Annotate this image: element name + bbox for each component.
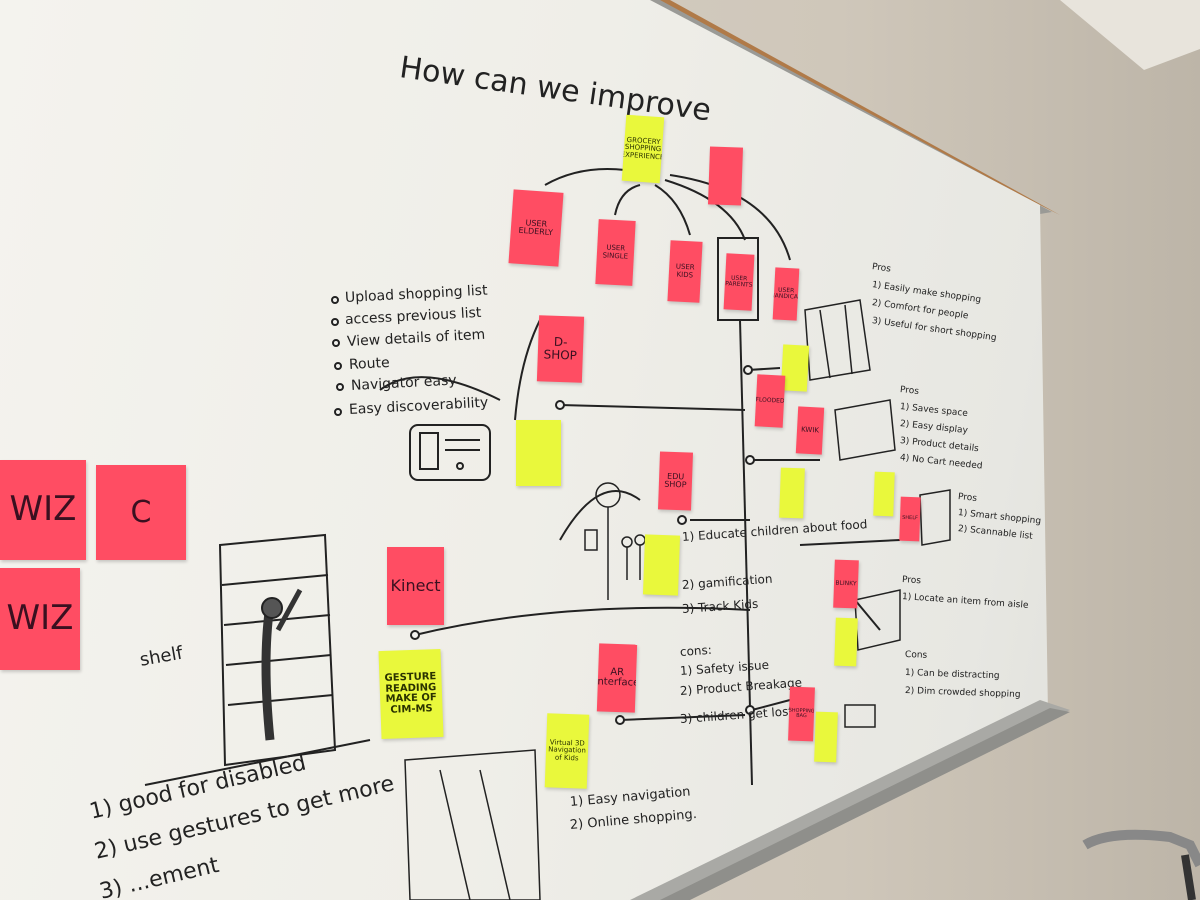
sticky-note-c: C <box>96 465 186 560</box>
sticky-note-yellow <box>814 711 838 763</box>
note-line: Cons <box>904 650 928 661</box>
sticky-note-shopping-bag: SHOPPING BAG <box>788 686 815 742</box>
sticky-note-user-parents: USER PARENTS <box>723 253 755 311</box>
sticky-note-wiz: WIZ <box>0 460 86 560</box>
sticky-note-blinky: BLINKY <box>833 559 859 609</box>
sticky-note-virtual-3d: Virtual 3D Navigation of Kids <box>544 713 590 789</box>
sticky-note-user-single: USER SINGLE <box>595 219 636 286</box>
chair-armrest <box>1082 829 1200 900</box>
sticky-note-user-handicap: USER HANDICAP <box>772 267 800 321</box>
list-item: Route <box>348 354 391 373</box>
sticky-note-ar-interface: AR Interface <box>596 643 638 713</box>
sticky-note-grocery: GROCERY SHOPPING EXPERIENCE <box>621 114 665 184</box>
sticky-note-gesture: GESTURE READING MAKE OF CIM-MS <box>378 648 444 740</box>
sticky-note-d-shop: D-SHOP <box>536 315 585 383</box>
sticky-note-user-elderly: USER ELDERLY <box>508 189 564 267</box>
sticky-note-kinect: Kinect <box>387 547 444 625</box>
sticky-note-yellow <box>834 617 858 667</box>
sticky-note-user-kids: USER KIDS <box>667 240 703 303</box>
note-line: cons: <box>679 642 713 659</box>
note-line: Pros <box>901 575 922 587</box>
note-line: Pros <box>957 492 978 504</box>
sticky-note-yellow <box>873 471 895 517</box>
sticky-note-flooded: FLOODED <box>754 374 786 428</box>
sticky-note-yellow <box>780 344 810 392</box>
note-line: Pros <box>899 385 920 397</box>
sticky-note-yellow <box>516 420 561 486</box>
sticky-note-wiz: WIZ <box>0 568 80 670</box>
sticky-note-yellow <box>642 534 681 596</box>
sticky-note-shelf: SHELF <box>899 496 921 542</box>
sticky-note-kwik: KWIK <box>795 406 825 455</box>
whiteboard-tray <box>630 700 1070 900</box>
sticky-note-edu-shop: EDU SHOP <box>657 451 694 511</box>
sticky-note-yellow <box>779 467 805 519</box>
sticky-note-blank <box>707 146 744 206</box>
